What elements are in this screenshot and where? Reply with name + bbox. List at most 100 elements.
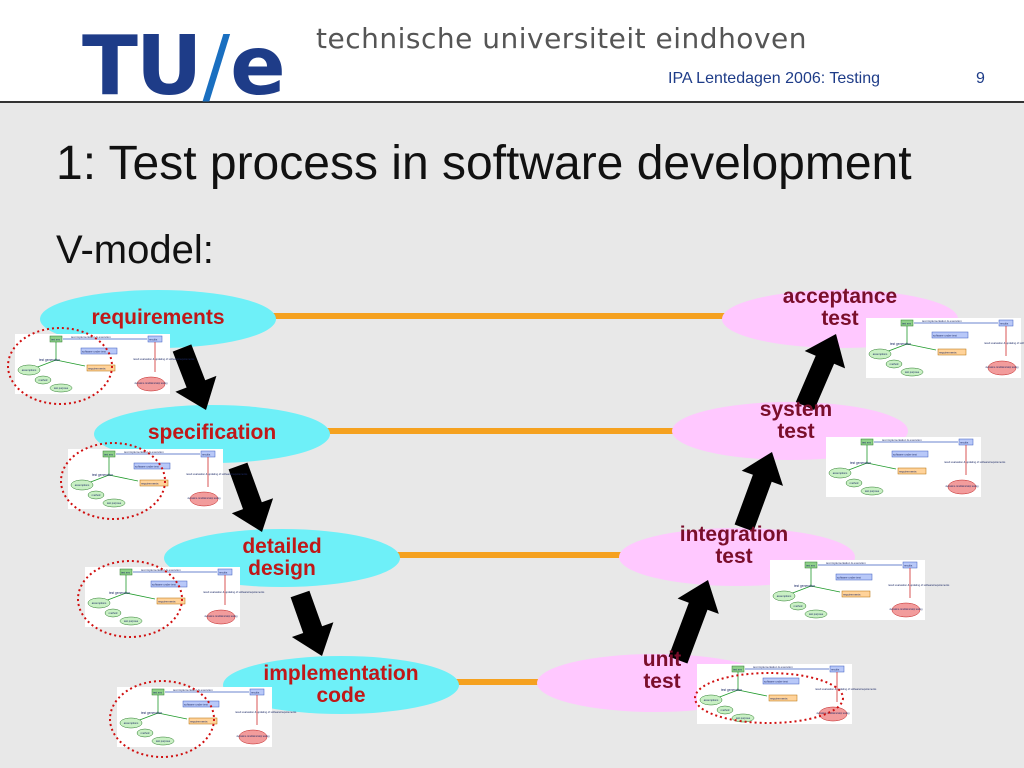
thumb-method-ellipse xyxy=(136,728,154,738)
thumb-sut-box xyxy=(182,700,220,708)
dev-phase-label-0-line1: requirements xyxy=(91,306,225,329)
arrow-design-to-code xyxy=(290,590,334,656)
thumb-method-label: method xyxy=(794,604,803,608)
thumb-method-label: method xyxy=(109,611,118,615)
thumb-result-eval-label: result evaluation & updating of software… xyxy=(984,341,1024,345)
thumb-purpose-label: test purpose xyxy=(865,489,880,493)
thumb-sut-box xyxy=(891,450,929,458)
thumb-purpose-label: test purpose xyxy=(124,619,139,623)
thumb-sut-box xyxy=(762,677,800,685)
slide-header: TU/e technische universiteit eindhoven I… xyxy=(0,0,1024,112)
dev-phase-label-3-line1: implementation xyxy=(263,662,419,685)
test-phase-label-1-line1: system xyxy=(759,398,833,421)
thumb-requirements-label: requirements xyxy=(939,351,957,355)
thumb-result-eval-label: result evaluation & updating of software… xyxy=(186,472,248,476)
thumb-exec-label: test implementation & execution xyxy=(882,438,922,442)
thumb-purpose-ellipse xyxy=(102,498,126,508)
thumb-decisions-label: decisions conditions/stop testing xyxy=(135,382,169,385)
thumb-decisions-label: decisions conditions/stop testing xyxy=(237,735,271,738)
thumb-purpose-label: test purpose xyxy=(809,612,824,616)
thumb-test-generation-label: test generation xyxy=(141,711,162,715)
thumb-test-env-label: test env xyxy=(153,691,163,695)
thumb-sut-box xyxy=(80,347,118,355)
test-phase-label-2-line1: integration xyxy=(679,523,789,546)
thumb-assumptions-ellipse xyxy=(828,467,852,479)
thumb-result-eval-label: result evaluation & updating of software… xyxy=(203,590,265,594)
thumb-exec-label: test implementation & execution xyxy=(173,688,213,692)
thumb-green-branch-right xyxy=(810,585,841,593)
thumb-sut-label: software under test xyxy=(152,583,176,587)
thumb-sut-box xyxy=(835,573,873,581)
thumb-test-env-label: test env xyxy=(121,571,131,575)
thumb-sut-label: software under test xyxy=(764,680,788,684)
arrow-specification-to-design xyxy=(228,462,274,532)
thumb-green-branch-left xyxy=(789,585,812,595)
test-phase-label-2-line2: test xyxy=(715,545,753,568)
thumb-purpose-label: test purpose xyxy=(736,716,751,720)
thumb-sut-label: software under test xyxy=(933,334,957,338)
thumb-exec-label: test implementation & execution xyxy=(826,561,866,565)
thumb-decisions-ellipse xyxy=(136,376,166,392)
slide-number: 9 xyxy=(976,70,985,87)
process-thumbnail-3: test env test implementation & execution r… xyxy=(109,680,297,758)
thumb-purpose-ellipse xyxy=(860,486,884,496)
highlight-circle xyxy=(7,327,113,405)
dev-phase-label-2-line2: design xyxy=(248,557,316,580)
thumb-method-ellipse xyxy=(104,608,122,618)
thumb-method-label: method xyxy=(890,362,899,366)
thumb-purpose-ellipse xyxy=(151,736,175,746)
thumb-requirements-box xyxy=(768,694,798,702)
thumb-sut-box xyxy=(150,580,188,588)
dev-phase-label-0: requirements xyxy=(48,307,268,329)
thumb-green-branch-left xyxy=(104,592,127,602)
thumb-results-label: results xyxy=(831,668,840,672)
thumb-test-env-label: test env xyxy=(806,564,816,568)
highlight-circle xyxy=(109,680,215,758)
thumb-assumptions-ellipse xyxy=(119,717,143,729)
thumb-test-generation-label: test generation xyxy=(92,473,113,477)
thumb-decisions-label: decisions conditions/stop testing xyxy=(986,366,1020,369)
thumb-requirements-box xyxy=(841,590,871,598)
thumb-purpose-label: test purpose xyxy=(905,370,920,374)
development-phase-ellipses xyxy=(40,290,459,714)
highlight-circle xyxy=(694,672,844,724)
thumb-test-generation-label: test generation xyxy=(794,584,815,588)
thumb-decisions-ellipse xyxy=(206,609,236,625)
thumb-purpose-label: test purpose xyxy=(156,739,171,743)
thumb-green-branch-right xyxy=(737,689,768,697)
thumb-sut-box xyxy=(931,331,969,339)
thumb-method-label: method xyxy=(721,708,730,712)
thumb-sut-label: software under test xyxy=(135,465,159,469)
thumb-purpose-ellipse xyxy=(119,616,143,626)
thumb-decisions-ellipse xyxy=(891,602,921,618)
dev-phase-label-1: specification xyxy=(102,422,322,444)
thumb-decisions-ellipse xyxy=(189,491,219,507)
thumb-requirements-label: requirements xyxy=(158,600,176,604)
thumb-assumptions-label: assumptions xyxy=(22,368,37,372)
thumb-requirements-label: requirements xyxy=(141,482,159,486)
thumb-sut-label: software under test xyxy=(184,703,208,707)
thumb-exec-label: test implementation & execution xyxy=(141,568,181,572)
test-phase-label-1-line2: test xyxy=(777,420,815,443)
tue-logo: TU/e xyxy=(82,22,286,112)
thumb-results-label: results xyxy=(202,453,211,457)
thumb-green-branch-right xyxy=(55,359,86,367)
thumb-result-eval-label: result evaluation & updating of software… xyxy=(133,357,195,361)
thumb-decisions-label: decisions conditions/stop testing xyxy=(188,497,222,500)
thumb-result-eval-label: result evaluation & updating of software… xyxy=(235,710,297,714)
thumb-result-eval-label: result evaluation & updating of software… xyxy=(888,583,950,587)
event-label: IPA Lentedagen 2006: Testing xyxy=(668,70,881,87)
thumb-decisions-ellipse xyxy=(987,360,1017,376)
thumb-method-label: method xyxy=(850,481,859,485)
dev-ellipse-3 xyxy=(223,656,459,714)
thumb-test-env-label: test env xyxy=(51,338,61,342)
thumb-decisions-ellipse xyxy=(947,479,977,495)
thumb-decisions-ellipse xyxy=(238,729,268,745)
dev-phase-label-2-line1: detailed xyxy=(242,535,322,558)
thumb-method-ellipse xyxy=(845,478,863,488)
thumb-purpose-ellipse xyxy=(804,609,828,619)
